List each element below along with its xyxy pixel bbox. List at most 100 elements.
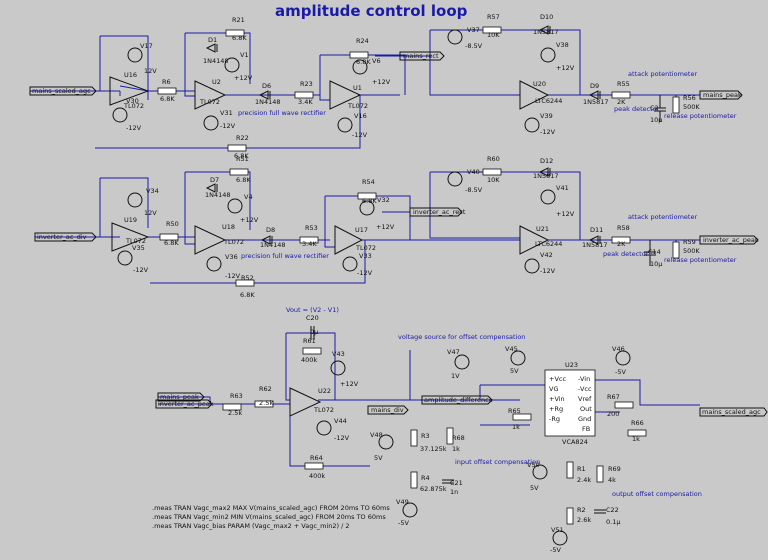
svg-text:V17: V17 xyxy=(140,42,153,50)
svg-text:V1: V1 xyxy=(240,51,249,59)
resistor-r21: R21 6.8K xyxy=(225,16,247,42)
svg-text:C2: C2 xyxy=(650,104,659,112)
svg-text:1N5817: 1N5817 xyxy=(533,172,559,180)
source-v38: V38 +12V xyxy=(540,41,575,72)
svg-text:R69: R69 xyxy=(608,465,621,473)
svg-text:1N5817: 1N5817 xyxy=(533,28,559,36)
svg-text:D8: D8 xyxy=(266,226,275,234)
svg-text:6.8K: 6.8K xyxy=(234,152,249,160)
svg-text:-12V: -12V xyxy=(352,131,368,139)
svg-text:inverter_ac_peak: inverter_ac_peak xyxy=(158,400,214,408)
svg-text:R65: R65 xyxy=(508,407,521,415)
svg-text:inverter_ac_div: inverter_ac_div xyxy=(37,233,87,241)
svg-text:Out: Out xyxy=(580,405,592,413)
svg-text:precision full wave rectifier: precision full wave rectifier xyxy=(238,109,326,117)
svg-text:-12V: -12V xyxy=(126,124,142,132)
annotations: precision full wave rectifier precision … xyxy=(238,70,737,498)
svg-text:V40: V40 xyxy=(467,168,480,176)
svg-text:1k: 1k xyxy=(452,445,460,453)
resistor-r51: R51 6.8K xyxy=(229,155,251,184)
svg-text:TL072: TL072 xyxy=(223,238,244,246)
svg-text:-12V: -12V xyxy=(540,128,556,136)
svg-text:input offset compensation: input offset compensation xyxy=(455,458,540,466)
svg-text:+12V: +12V xyxy=(556,210,575,218)
source-v41: V41 +12V xyxy=(540,184,575,218)
svg-text:Vout = (V2 - V1): Vout = (V2 - V1) xyxy=(286,306,339,314)
svg-text:-5V: -5V xyxy=(550,546,561,554)
svg-text:LTC6244: LTC6244 xyxy=(535,97,562,105)
opamp-u16: U16 TL072 xyxy=(109,71,150,110)
svg-text:precision full wave rectifier: precision full wave rectifier xyxy=(241,252,329,260)
svg-text:R68: R68 xyxy=(452,434,465,442)
svg-text:R66: R66 xyxy=(631,419,644,427)
svg-text:V30: V30 xyxy=(126,97,139,105)
diode-d9: D9 1N5817 xyxy=(583,82,609,106)
svg-text:+12V: +12V xyxy=(240,216,259,224)
svg-text:3.4K: 3.4K xyxy=(298,98,313,106)
svg-text:D7: D7 xyxy=(210,176,219,184)
resistor-r53: R53 3.4K xyxy=(299,224,319,248)
svg-text:R21: R21 xyxy=(232,16,245,24)
svg-text:R51: R51 xyxy=(236,155,249,163)
diode-d6: D6 1N4148 xyxy=(255,82,281,106)
svg-text:V16: V16 xyxy=(354,112,367,120)
svg-text:V39: V39 xyxy=(540,112,553,120)
svg-text:R64: R64 xyxy=(310,454,323,462)
svg-text:mains_div: mains_div xyxy=(371,406,404,414)
resistor-r50: R50 6.8K xyxy=(159,220,179,247)
svg-text:.meas TRAN Vagc_bias PARAM (Va: .meas TRAN Vagc_bias PARAM (Vagc_max2 + … xyxy=(152,522,350,530)
net-labels: mains_scaled_agc mains_rect mains_peak i… xyxy=(29,51,768,417)
vca824-block: U23 VCA824 +Vcc VG +Vin +Rg -Rg -Vin -Vc… xyxy=(544,361,596,446)
svg-text:V37: V37 xyxy=(467,26,480,34)
diode-d8: D8 1N4148 xyxy=(260,226,286,249)
opamp-u21: U21 LTC6244 xyxy=(519,225,562,255)
svg-text:attack potentiometer: attack potentiometer xyxy=(628,70,697,78)
svg-text:mains_scaled_agc: mains_scaled_agc xyxy=(702,408,761,416)
source-v1: V1 +12V xyxy=(224,51,253,82)
svg-text:1k: 1k xyxy=(512,423,520,431)
svg-text:-Vin: -Vin xyxy=(578,375,590,383)
source-v17: V17 12V xyxy=(127,42,157,75)
svg-text:FB: FB xyxy=(582,425,590,433)
svg-text:Vref: Vref xyxy=(578,395,592,403)
resistor-r63: R63 2.5k xyxy=(222,392,243,417)
source-v51: V51 -5V xyxy=(550,526,568,554)
svg-text:6.8K: 6.8K xyxy=(240,291,255,299)
capacitor-c21: C21 1n xyxy=(442,479,463,496)
svg-text:5V: 5V xyxy=(374,454,383,462)
source-v39: V39 -12V xyxy=(524,112,556,136)
resistor-r52: R52 6.8K xyxy=(235,274,255,299)
svg-text:V51: V51 xyxy=(551,526,564,534)
svg-text:VG: VG xyxy=(549,385,558,393)
svg-text:TL072: TL072 xyxy=(199,98,220,106)
svg-text:R6: R6 xyxy=(162,78,171,86)
svg-text:2K: 2K xyxy=(617,98,626,106)
svg-text:R4: R4 xyxy=(421,474,430,482)
svg-text:R23: R23 xyxy=(300,80,313,88)
svg-text:R24: R24 xyxy=(356,37,369,45)
svg-text:5V: 5V xyxy=(510,367,519,375)
svg-text:500K: 500K xyxy=(683,103,700,111)
source-v47: V47 1V xyxy=(447,348,470,380)
svg-text:V33: V33 xyxy=(359,252,372,260)
svg-text:400k: 400k xyxy=(309,472,325,480)
svg-text:V35: V35 xyxy=(132,244,145,252)
svg-text:voltage source for offset comp: voltage source for offset compensation xyxy=(398,333,525,341)
resistor-r57: R57 10K xyxy=(482,13,502,39)
svg-text:V42: V42 xyxy=(540,251,553,259)
svg-text:R60: R60 xyxy=(487,155,500,163)
svg-text:TL072: TL072 xyxy=(123,102,144,110)
resistor-r67: R67 200 xyxy=(607,393,634,418)
resistor-r22: R22 6.8K xyxy=(227,134,249,160)
svg-text:-8.5V: -8.5V xyxy=(465,186,483,194)
svg-text:10K: 10K xyxy=(487,31,500,39)
diff-amp-wiring xyxy=(158,332,700,467)
source-v37: V37 -8.5V xyxy=(447,26,483,50)
source-v16: V16 -12V xyxy=(337,112,368,139)
svg-text:release potentiometer: release potentiometer xyxy=(664,112,737,120)
capacitor-c20: C20 0µ xyxy=(306,314,319,340)
svg-text:12V: 12V xyxy=(144,209,157,217)
diode-d1: D1 1N4148 xyxy=(203,36,229,65)
resistor-r3: R3 37.125k xyxy=(410,429,447,453)
